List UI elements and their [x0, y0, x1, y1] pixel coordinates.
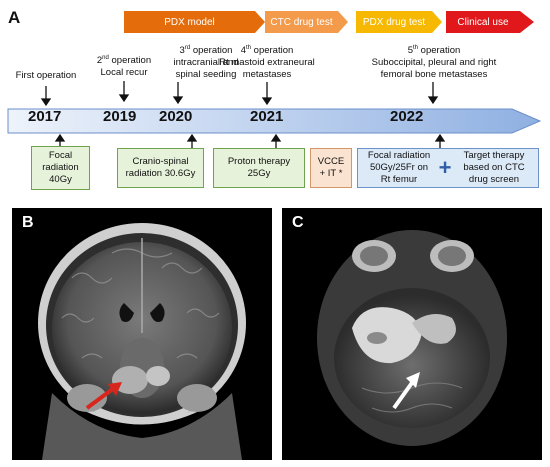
focal1-line1: Focal [48, 150, 73, 161]
arrow-down-2017-head [40, 98, 52, 107]
year-2020: 2020 [159, 108, 193, 125]
red-arrow-icon [85, 382, 122, 410]
treatment-vcce-it: VCCE + IT * [310, 148, 352, 188]
arrow-up-proton-head [270, 133, 282, 142]
event-fifth-line2: Suboccipital, pleural and right [371, 57, 497, 69]
focal2-line3: Rt femur [380, 174, 418, 185]
event-first-text: First operation [15, 70, 77, 81]
event-fifth-rest: operation [418, 45, 461, 57]
event-second-line2: Local recur [100, 67, 148, 79]
target-line1: Target therapy [463, 150, 525, 161]
event-third-num: 3 [179, 45, 185, 57]
focal2-block: Focal radiation 50Gy/25Fr on Rt femur [362, 150, 436, 186]
phase-label-pdx-drug-test: PDX drug test [362, 16, 426, 28]
phase-arrow-clinical-use [446, 11, 534, 33]
event-second-operation: 2nd operation Local recur [82, 52, 166, 79]
white-arrow-icon [392, 372, 420, 410]
event-second-num: 2 [96, 55, 103, 67]
arrow-down-2020-head [172, 96, 184, 105]
timeline-graphics [7, 81, 542, 148]
arrow-down-2019-head [118, 94, 130, 103]
arrow-up-2022-head [434, 133, 446, 142]
mri-axial-image [317, 230, 507, 446]
cranio-line2: radiation 30.6Gy [125, 168, 196, 179]
treatment-proton-therapy: Proton therapy 25Gy [213, 148, 305, 188]
phase-label-clinical-use: Clinical use [457, 16, 509, 28]
proton-line1: Proton therapy [227, 156, 291, 167]
panel-b-label: B [22, 214, 34, 231]
plus-icon: + [438, 155, 452, 180]
treatment-focal-radiation-40gy: Focal radiation 40Gy [31, 146, 90, 190]
event-fifth-operation: 5th operation Suboccipital, pleural and … [350, 42, 518, 81]
year-2022: 2022 [390, 108, 424, 125]
event-fourth-rest: operation [251, 45, 294, 57]
phase-arrow-pdx-drug-test [356, 11, 442, 33]
focal1-line3: 40Gy [49, 174, 72, 185]
mri-axial-panel: C [282, 208, 542, 460]
arrow-up-cranio-head [186, 133, 198, 142]
phase-arrow-ctc-drug-test [265, 11, 348, 33]
focal2-line2: 50Gy/25Fr on [369, 162, 429, 173]
event-fourth-num: 4 [240, 45, 246, 57]
vcce-line1: VCCE [317, 156, 345, 167]
target-block: Target therapy based on CTC drug screen [454, 150, 534, 186]
target-line2: based on CTC [463, 162, 525, 173]
event-fourth-line2: Rt mastoid extraneural [219, 57, 315, 69]
arrow-down-2021-head [261, 97, 273, 106]
arrow-up-focal-head [54, 133, 66, 142]
year-2021: 2021 [250, 108, 284, 125]
event-third-line3: spinal seeding [175, 69, 237, 81]
vcce-line2: + IT * [319, 168, 343, 179]
phase-label-ctc-drug-test: CTC drug test [270, 16, 333, 28]
event-third-sup: rd [184, 45, 191, 51]
mri-coronal-image [38, 223, 246, 460]
panel-a-label: A [8, 8, 21, 27]
event-fourth-sup: th [246, 45, 252, 51]
event-fifth-sup: th [413, 45, 419, 51]
panel-c-label: C [292, 214, 304, 231]
event-second-rest: operation [108, 55, 152, 67]
phase-arrows [124, 11, 534, 33]
event-fifth-num: 5 [407, 45, 413, 57]
event-fourth-operation: 4th operation Rt mastoid extraneural met… [200, 42, 334, 81]
phase-label-pdx-model: PDX model [164, 16, 215, 28]
proton-line2: 25Gy [247, 168, 271, 179]
event-first-operation: First operation [8, 70, 84, 82]
focal1-line2: radiation [42, 162, 79, 173]
event-second-sup: nd [102, 55, 109, 61]
timeline-arrow [7, 108, 542, 134]
treatment-2022-combined: Focal radiation 50Gy/25Fr on Rt femur + … [357, 148, 539, 188]
event-third-rest: operation [190, 45, 233, 57]
event-third-line2: intracranial and [173, 57, 239, 69]
event-fourth-line3: metastases [242, 69, 292, 81]
year-2019: 2019 [103, 108, 137, 125]
event-third-operation: 3rd operation intracranial and spinal se… [144, 42, 268, 81]
year-2017: 2017 [28, 108, 62, 125]
target-line3: drug screen [468, 174, 520, 185]
arrow-down-2022-head [427, 96, 439, 105]
focal2-line1: Focal radiation [367, 150, 431, 161]
cranio-line1: Cranio-spinal [132, 156, 189, 167]
phase-arrow-pdx-model [124, 11, 265, 33]
event-fifth-line3: femoral bone metastases [380, 69, 488, 81]
mri-coronal-panel: B [12, 208, 272, 460]
treatment-cranio-spinal: Cranio-spinal radiation 30.6Gy [117, 148, 204, 188]
